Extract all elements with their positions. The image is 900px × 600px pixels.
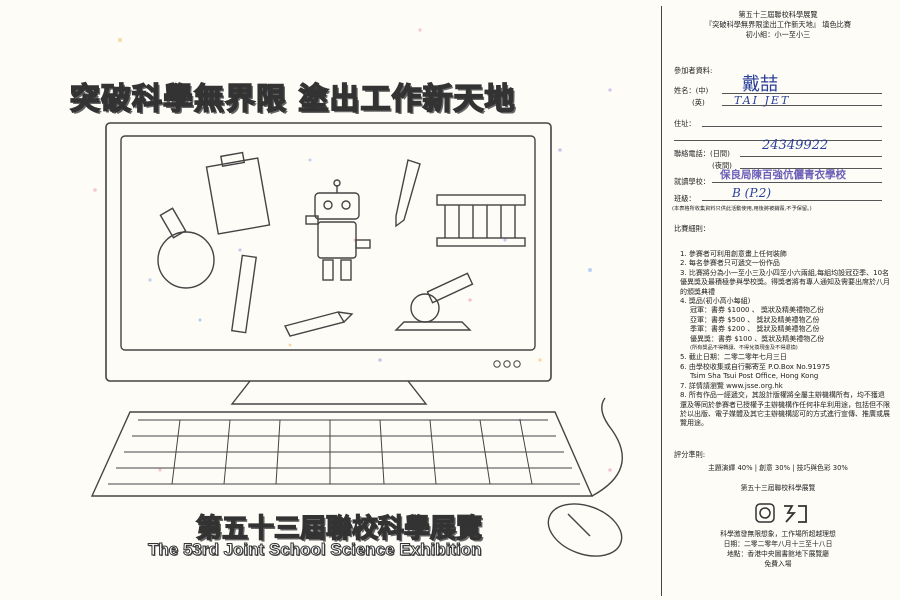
prize-item: 冠軍：書券 $1000 、 獎狀及精美禮物乙份 [690, 306, 824, 315]
flask-icon [157, 207, 215, 289]
exhibition-logo-icon [755, 503, 807, 523]
name-en-line [722, 105, 882, 106]
scoring-criteria: 主題演繹 40% | 創意 30% | 技巧與色彩 30% [708, 464, 848, 472]
school-line [712, 182, 882, 183]
rule-item: 5. 截止日期：二零二零年七月三日 [680, 353, 787, 362]
privacy-note: (本表格所收集資料只供此活動使用,用後將被銷毀,不予保留。) [672, 206, 812, 212]
prize-note: (所有獎品不得轉讓、不得兌換現金及不得退換) [690, 345, 798, 352]
headline: 突破科學無界限 塗出工作新天地 [69, 81, 516, 118]
rule-item: 1. 參賽者可利用創意畫上任何裝飾 [680, 250, 787, 258]
school-label: 就讀學校： [674, 177, 710, 186]
address-line-2[interactable] [674, 140, 882, 141]
class-line [702, 200, 882, 201]
name-en-label: (英) [692, 98, 705, 107]
participant-heading: 參加者資料: [674, 66, 713, 75]
form-header-org: 第五十三屆聯校科學展覽 [738, 10, 818, 19]
class-value[interactable]: B (P.2) [732, 186, 772, 200]
footer-venue: 地點：香港中央圖書館地下展覽廳 [727, 550, 829, 558]
class-label: 班級： [674, 194, 696, 203]
robot-icon [305, 179, 371, 281]
prize-item: 優異獎：書券 $100 、獎狀及精美禮物乙份 [690, 334, 825, 343]
thermometer-icon [230, 254, 258, 334]
test-tube-rack-icon [436, 194, 526, 247]
school-value[interactable]: 保良局陳百強伉儷青衣學校 [720, 169, 846, 181]
name-zh-line [722, 93, 882, 94]
clipboard-icon [205, 151, 271, 235]
microscope-icon [394, 272, 474, 331]
phone-day-label: 聯絡電話：(日間) [674, 149, 730, 158]
pen-icon [395, 159, 421, 228]
phone-day-value[interactable]: 24349922 [762, 138, 829, 153]
footer-org: 第五十三屆聯校科學展覽 [740, 484, 816, 492]
prize-item: 亞軍：書券 $500 、 獎狀及精美禮物乙份 [690, 315, 820, 324]
exhibition-title-en: The 53rd Joint School Science Exhibition [147, 540, 482, 560]
rule-item: 2. 每名參賽者只可遞交一份作品 [680, 259, 780, 268]
highlighter-icon [283, 311, 354, 337]
phone-night-label: (夜間) [712, 161, 732, 170]
footer-tagline: 科學激發無限想象，工作場所超越理想 [720, 530, 836, 538]
rule-item: 4. 獎品(初小高小每組) [680, 297, 751, 306]
rule-item: Tsim Sha Tsui Post Office, Hong Kong [690, 372, 819, 381]
rule-item: 6. 由學校收集或自行郵寄至 P.O.Box No.91975 [680, 362, 831, 371]
name-zh-value: 戴喆 [742, 74, 778, 95]
footer-date: 日期：二零二零年八月十三至十八日 [723, 540, 833, 548]
form-header-group: 初小組：小一至小三 [745, 30, 811, 39]
exhibition-title-zh: 第五十三屆聯校科學展覽 [195, 513, 483, 544]
prize-item: 季軍：書券 $200 、 獎狀及精美禮物乙份 [690, 325, 820, 334]
keyboard-icon [90, 411, 594, 497]
form-header-title: 『突破科學無界限塗出工作新天地』 填色比賽 [704, 20, 852, 29]
name-en-value[interactable]: TAI JET [734, 94, 791, 107]
phone-night-line[interactable] [740, 168, 882, 169]
address-label: 住址： [674, 119, 696, 128]
confetti-dots [93, 28, 612, 522]
entry-form: 第五十三屆聯校科學展覽 『突破科學無界限塗出工作新天地』 填色比賽 初小組：小一… [661, 6, 894, 596]
scoring-heading: 評分準則: [674, 450, 706, 459]
rules-list: 1. 參賽者可利用創意畫上任何裝飾 2. 每名參賽者只可遞交一份作品 3. 比賽… [680, 250, 890, 429]
address-line-1[interactable] [702, 126, 882, 127]
name-zh-label: 姓名：(中) [674, 86, 709, 95]
phone-day-line [740, 156, 882, 157]
computer-illustration [90, 28, 623, 557]
rule-item: 3. 比賽將分為小一至小三及小四至小六兩組,每組均設冠亞季、10名優異獎及最積極… [680, 268, 890, 296]
rule-item: 7. 詳情請瀏覽 www.jsse.org.hk [680, 381, 783, 390]
rule-item: 8. 所有作品一經遞交，其設計版權將全屬主辦機構所有，均不獲退還及等同於參賽者已… [680, 391, 890, 428]
rules-heading: 比賽細則： [674, 224, 710, 233]
footer-free-entry: 免費入場 [764, 560, 792, 568]
mouse-icon [547, 397, 623, 557]
coloring-drawing: 突破科學無界限 塗出工作新天地 第五十三屆聯校科學展覽 The 53rd Joi… [69, 28, 623, 560]
